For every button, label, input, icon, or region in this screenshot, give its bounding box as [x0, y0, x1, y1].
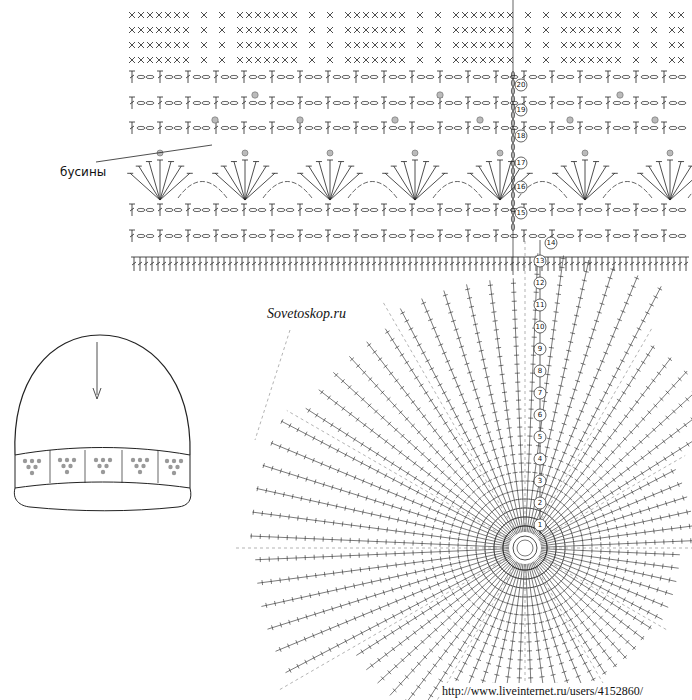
round-number: 18: [517, 132, 526, 140]
round-number: 17: [517, 159, 526, 167]
crown-chart: [235, 238, 692, 700]
round-number: 10: [536, 323, 545, 331]
source-url: http://www.liveinternet.ru/users/4152860…: [440, 683, 645, 700]
round-number: 5: [538, 433, 542, 441]
note-label: бусины: [60, 165, 106, 179]
round-number: 4: [538, 455, 542, 463]
round-number: 3: [538, 477, 542, 485]
round-number: 6: [538, 411, 542, 419]
watermark: Sovetoskop.ru: [265, 305, 348, 323]
round-number: 14: [547, 239, 556, 247]
round-number: 1: [538, 521, 542, 529]
round-number: 19: [517, 106, 526, 114]
band-chart: [96, 0, 692, 275]
hat-sketch: [14, 335, 191, 511]
round-number: 8: [538, 367, 542, 375]
round-number: 16: [517, 183, 526, 191]
round-number: 15: [517, 209, 526, 217]
round-circles: [515, 79, 557, 531]
round-number: 20: [517, 81, 526, 89]
round-number: 9: [538, 345, 542, 353]
round-number: 13: [536, 257, 545, 265]
round-number: 11: [536, 301, 545, 309]
round-number: 7: [538, 389, 542, 397]
round-number: 2: [538, 499, 542, 507]
round-number: 12: [536, 279, 545, 287]
